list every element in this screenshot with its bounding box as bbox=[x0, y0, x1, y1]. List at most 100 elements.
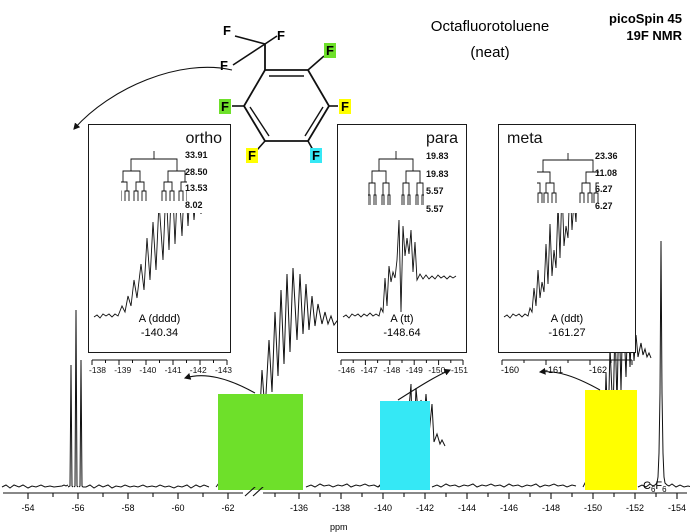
axis-tick-label: -151 bbox=[450, 365, 468, 375]
coupling-constants-meta: 23.36 11.08 6.27 6.27 bbox=[595, 151, 618, 212]
splitting-tree-ortho bbox=[121, 151, 187, 201]
highlight-meta bbox=[585, 390, 637, 490]
j-value: 8.02 bbox=[185, 199, 203, 210]
figure-title: Octafluorotoluene (neat) bbox=[395, 14, 585, 66]
inset-para-title: para bbox=[425, 130, 458, 147]
highlight-para bbox=[380, 401, 430, 490]
j-value: 28.50 bbox=[185, 166, 208, 177]
multiplicity-label: A (dddd) bbox=[138, 313, 181, 325]
axis-tick-label: -62 bbox=[221, 503, 235, 513]
axis-tick-label: -146 bbox=[499, 503, 519, 513]
f-atom-cf3-a: F bbox=[223, 23, 231, 38]
main-axis-ruler bbox=[3, 485, 687, 499]
axis-tick-label: -143 bbox=[214, 365, 232, 375]
f-atom-ortho-right: F bbox=[324, 43, 336, 58]
splitting-tree-meta bbox=[537, 153, 599, 203]
j-value: 19.83 bbox=[426, 151, 449, 161]
compound-name: Octafluorotoluene bbox=[430, 18, 550, 35]
coupling-constants-ortho: 33.91 28.50 13.53 8.02 bbox=[185, 150, 208, 211]
highlight-ortho bbox=[218, 394, 303, 490]
axis-tick-label: -141 bbox=[164, 365, 182, 375]
axis-tick-label: -162 bbox=[588, 365, 608, 375]
inset-meta-title: meta bbox=[507, 130, 543, 147]
axis-tick-label: -150 bbox=[583, 503, 603, 513]
f-atom-ortho-left: F bbox=[219, 99, 231, 114]
axis-tick-label: -142 bbox=[189, 365, 207, 375]
axis-tick-label: -150 bbox=[428, 365, 446, 375]
f-atom-meta-left: F bbox=[246, 148, 258, 163]
inset-ortho-axis: -138 -139 -140 -141 -142 -143 bbox=[88, 355, 233, 375]
main-axis: -54 -56 -58 -60 -62 -136 -138 -140 -142 … bbox=[0, 485, 690, 532]
j-value: 23.36 bbox=[595, 151, 618, 161]
inset-para: para 19.83 19.83 5.57 5.57 A (tt) -148.6… bbox=[337, 124, 467, 353]
inset-para-axis: -146 -147 -148 -149 -150 -151 bbox=[337, 355, 469, 375]
axis-tick-label: -139 bbox=[114, 365, 132, 375]
axis-tick-label: -149 bbox=[405, 365, 423, 375]
coupling-constants-para: 19.83 19.83 5.57 5.57 bbox=[426, 151, 449, 215]
sample-state: (neat) bbox=[470, 44, 510, 61]
axis-tick-label: -60 bbox=[171, 503, 185, 513]
axis-tick-label: -136 bbox=[289, 503, 309, 513]
axis-tick-label: -140 bbox=[373, 503, 393, 513]
axis-tick-label: -146 bbox=[338, 365, 356, 375]
inset-para-assignment: A (tt) -148.64 bbox=[338, 312, 466, 340]
inset-ortho-title: ortho bbox=[185, 130, 222, 147]
main-axis-label: ppm bbox=[330, 522, 348, 532]
axis-tick-label: -161 bbox=[544, 365, 564, 375]
axis-break-marker bbox=[244, 485, 265, 497]
inset-ortho: ortho 33.91 28.50 13.53 8.02 A (dddd) -1… bbox=[88, 124, 231, 353]
inset-meta-axis: -160 -161 -162 bbox=[498, 355, 636, 375]
axis-tick-labels: -146 -147 -148 -149 -150 -151 bbox=[337, 365, 469, 375]
inset-para-peak bbox=[342, 219, 457, 319]
axis-tick-label: -147 bbox=[360, 365, 378, 375]
f-atom-para: F bbox=[310, 148, 322, 163]
multiplicity-label: A (ddt) bbox=[550, 313, 584, 325]
axis-tick-label: -148 bbox=[383, 365, 401, 375]
f-atom-cf3-c: F bbox=[220, 58, 228, 73]
j-value: 6.27 bbox=[595, 200, 613, 211]
cf3-callout-arrow bbox=[73, 66, 233, 130]
experiment-type: 19F NMR bbox=[626, 28, 682, 43]
inset-meta: meta 23.36 11.08 6.27 6.27 A (ddt) -161.… bbox=[498, 124, 636, 353]
axis-tick-label: -140 bbox=[139, 365, 157, 375]
j-value: 5.57 bbox=[426, 186, 444, 196]
main-spectrum: C6F6 bbox=[0, 150, 690, 494]
axis-tick-label: -154 bbox=[667, 503, 687, 513]
molecule-structure: F F F F F F F F bbox=[205, 8, 360, 163]
j-value: 13.53 bbox=[185, 183, 208, 193]
axis-tick-label: -138 bbox=[331, 503, 351, 513]
instrument-model: picoSpin 45 bbox=[609, 11, 682, 26]
axis-ruler bbox=[501, 359, 633, 365]
axis-tick-label: -56 bbox=[71, 503, 85, 513]
axis-tick-label: -58 bbox=[121, 503, 135, 513]
inset-ortho-peak bbox=[93, 213, 202, 319]
axis-ruler bbox=[91, 359, 228, 365]
inset-meta-peak bbox=[503, 213, 577, 319]
axis-tick-label: -160 bbox=[500, 365, 520, 375]
f-atom-meta-right: F bbox=[339, 99, 351, 114]
axis-tick-label: -144 bbox=[457, 503, 477, 513]
reference-peak-label: C6F6 bbox=[643, 480, 667, 495]
axis-ruler bbox=[340, 359, 464, 365]
j-value: 6.27 bbox=[595, 184, 613, 194]
axis-tick-label: -148 bbox=[541, 503, 561, 513]
chemical-shift-label: -161.27 bbox=[548, 327, 586, 339]
instrument-label: picoSpin 45 19F NMR bbox=[609, 10, 682, 44]
main-axis-tick-labels: -54 -56 -58 -60 -62 -136 -138 -140 -142 … bbox=[0, 503, 690, 517]
j-value: 33.91 bbox=[185, 150, 208, 160]
molecule-skeleton bbox=[232, 35, 338, 151]
axis-tick-label: -54 bbox=[21, 503, 35, 513]
chemical-shift-label: -148.64 bbox=[383, 327, 421, 339]
chemical-shift-label: -140.34 bbox=[140, 327, 179, 339]
f-atom-cf3-b: F bbox=[277, 28, 285, 43]
axis-tick-labels: -138 -139 -140 -141 -142 -143 bbox=[88, 365, 233, 375]
axis-tick-label: -152 bbox=[625, 503, 645, 513]
axis-tick-label: -142 bbox=[415, 503, 435, 513]
inset-ortho-assignment: A (dddd) -140.34 bbox=[89, 312, 230, 340]
j-value: 5.57 bbox=[426, 203, 444, 214]
splitting-tree-para bbox=[368, 151, 424, 205]
multiplicity-label: A (tt) bbox=[390, 313, 414, 325]
inset-meta-assignment: A (ddt) -161.27 bbox=[499, 312, 635, 340]
j-value: 11.08 bbox=[595, 167, 618, 178]
